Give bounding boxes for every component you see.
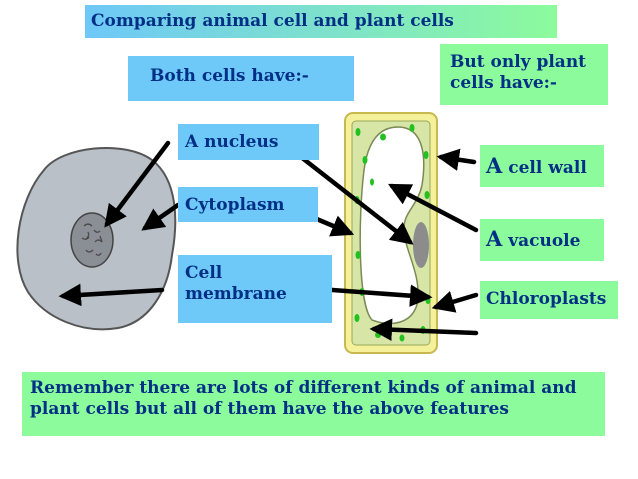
plant-nucleus [413, 222, 429, 268]
arrow-vacuole [388, 183, 479, 233]
label-cell-wall-lead: A [486, 153, 503, 178]
plant-cell [344, 112, 438, 354]
chromatin [81, 223, 103, 256]
footer-note: Remember there are lots of different kin… [22, 372, 605, 436]
animal-cell [16, 146, 177, 331]
label-cell-membrane: Cell membrane [178, 255, 332, 323]
arrow-chloroplasts [431, 291, 479, 313]
both-cells-heading: Both cells have:- [128, 56, 354, 101]
arrow-cell-wall [436, 148, 477, 171]
label-cytoplasm: Cytoplasm [178, 187, 318, 222]
label-vacuole-lead: A [486, 226, 503, 251]
animal-nucleus [70, 212, 114, 268]
label-vacuole-rest: vacuole [502, 231, 581, 251]
arrow-nucleus-animal [104, 140, 171, 228]
label-vacuole: A vacuole [480, 219, 604, 261]
arrow-membrane-animal [58, 283, 165, 307]
arrow-chloroplasts-2 [369, 318, 479, 341]
page-title: Comparing animal cell and plant cells [85, 5, 557, 38]
label-chloroplasts: Chloroplasts [480, 281, 618, 319]
label-cell-wall-rest: cell wall [502, 158, 587, 178]
plant-only-heading: But only plant cells have:- [440, 44, 608, 105]
arrow-nucleus-plant [289, 147, 414, 245]
label-nucleus: A nucleus [178, 124, 319, 160]
arrow-cytoplasm-animal [141, 202, 181, 231]
label-cell-wall: A cell wall [480, 145, 604, 187]
